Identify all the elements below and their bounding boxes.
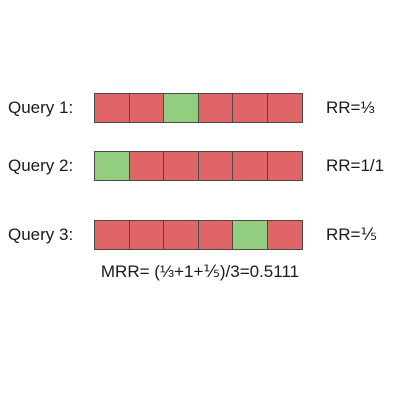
query-row-3: Query 3: RR=⅕: [0, 220, 400, 250]
mrr-formula: MRR= (⅓+1+⅕)/3=0.5111: [100, 262, 300, 281]
result-cell: [267, 152, 302, 180]
query-row-1: Query 1: RR=⅓: [0, 93, 400, 123]
query-label: Query 3:: [8, 225, 74, 244]
reciprocal-rank: RR=⅓: [326, 98, 375, 117]
result-cell: [233, 152, 268, 180]
result-cells: [94, 220, 303, 250]
result-cell: [198, 94, 233, 122]
query-row-2: Query 2: RR=1/1: [0, 151, 400, 181]
result-cell: [267, 94, 302, 122]
result-cell: [129, 221, 164, 249]
result-cell: [95, 221, 130, 249]
result-cell: [164, 94, 199, 122]
result-cell: [164, 221, 199, 249]
result-cell: [233, 221, 268, 249]
reciprocal-rank: RR=⅕: [326, 225, 377, 244]
result-cell: [267, 221, 302, 249]
result-cells: [94, 151, 303, 181]
result-cell: [164, 152, 199, 180]
result-cell: [198, 152, 233, 180]
result-cells: [94, 93, 303, 123]
result-cell: [129, 94, 164, 122]
result-cell: [233, 94, 268, 122]
query-label: Query 1:: [8, 98, 74, 117]
result-cell: [129, 152, 164, 180]
reciprocal-rank: RR=1/1: [326, 156, 385, 175]
result-cell: [95, 94, 130, 122]
result-cell: [198, 221, 233, 249]
query-label: Query 2:: [8, 156, 74, 175]
result-cell: [95, 152, 130, 180]
